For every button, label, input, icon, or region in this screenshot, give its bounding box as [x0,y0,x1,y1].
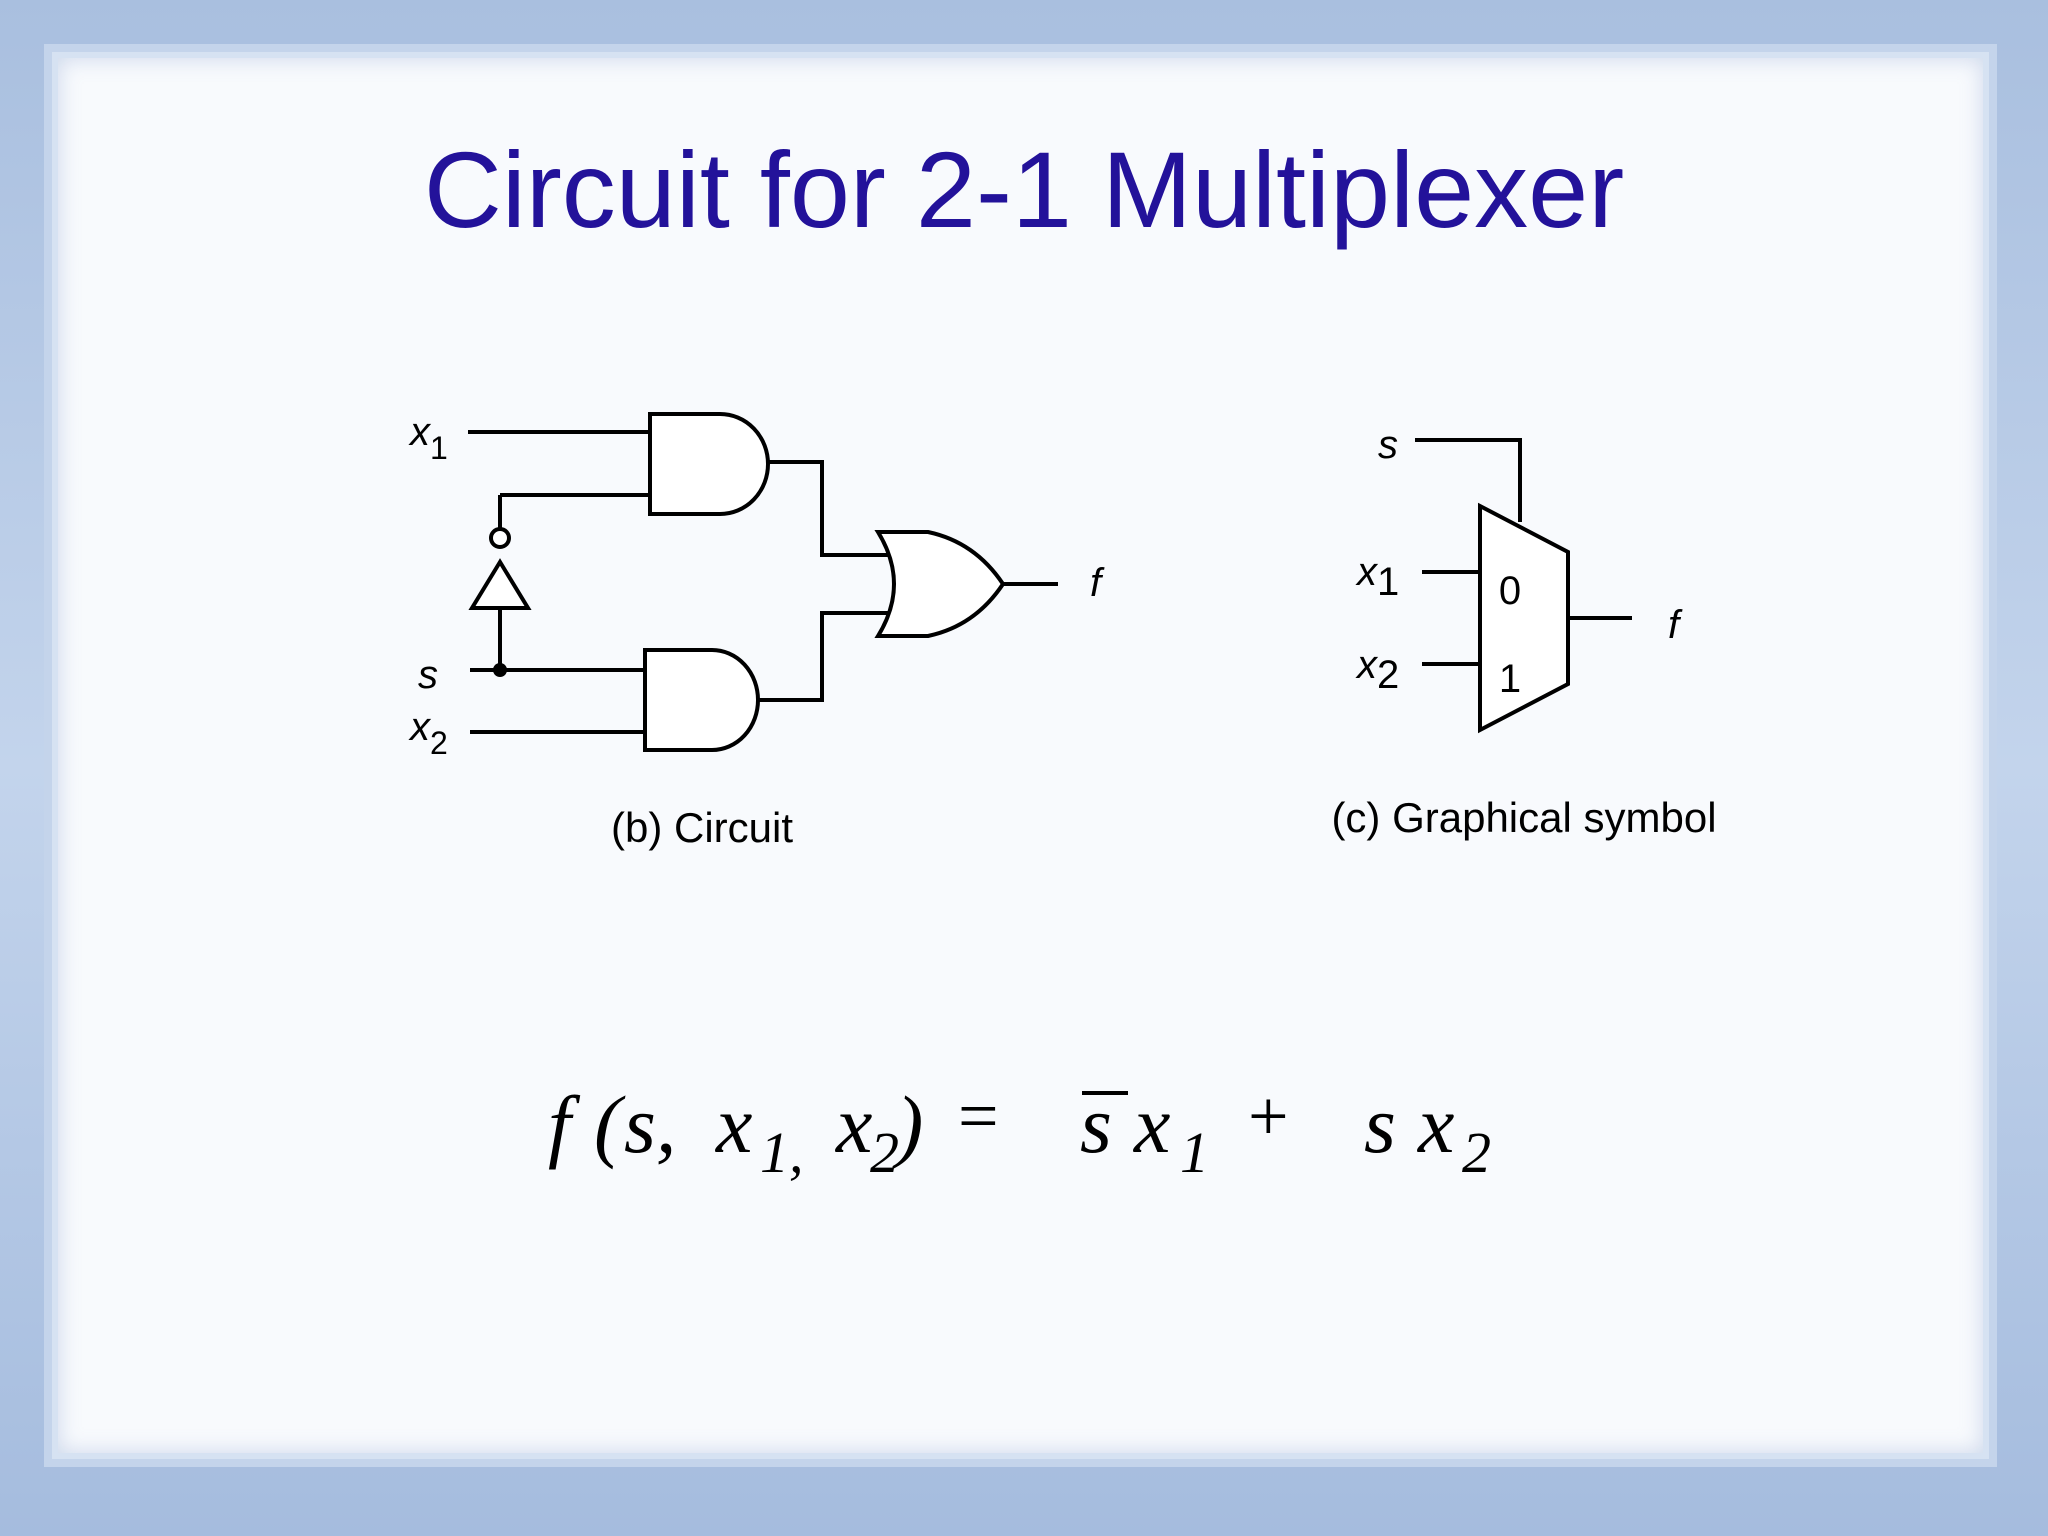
mux-port-0: 0 [1499,569,1521,613]
equation-plus: + [1248,1076,1289,1156]
equation-term2-x: x [1417,1079,1454,1170]
circuit-caption: (b) Circuit [611,804,793,851]
symbol-caption: (c) Graphical symbol [1331,794,1716,841]
wire-and2-to-or [758,611,888,702]
mux-trapezoid [1478,502,1570,734]
equation-close-paren: ) [892,1079,923,1170]
equation-term2-sub: 2 [1462,1120,1491,1185]
and-gate-2 [643,648,760,752]
input-label-x2: x2 [408,705,448,761]
equation-x2-arg-sub: 2 [870,1120,899,1185]
equation-x1-arg-sub: 1, [760,1120,804,1185]
output-label-f: f [1090,561,1105,605]
equation-x1-arg: x [715,1079,752,1170]
symbol-label-s: s [1378,423,1398,467]
slide-canvas [58,58,1983,1453]
junction-dot [493,663,507,677]
and-gate-1 [648,412,770,516]
not-gate [468,558,532,610]
wire-and1-to-or [764,460,888,557]
equation-equals: = [958,1076,999,1156]
mux-port-1: 1 [1499,657,1521,701]
equation-open-paren: ( [594,1079,626,1170]
input-label-x1: x1 [408,410,448,466]
equation-x2-arg: x [835,1079,872,1170]
or-gate [874,530,1006,638]
symbol-label-f: f [1668,603,1683,647]
mux-equation: f ( s, x 1, x 2 ) = s x 1 + s x 2 [548,1076,1491,1185]
equation-term1-sub: 1 [1180,1120,1209,1185]
circuit-diagram: x1 s x2 f (b) Circuit [408,410,1105,851]
equation-s-arg: s, [624,1079,676,1170]
not-gate-bubble [489,527,511,549]
equation-f: f [548,1079,581,1170]
input-label-s: s [418,653,438,697]
symbol-label-x1: x1 [1355,550,1399,604]
equation-term2-s: s [1364,1079,1396,1170]
equation-term1-x: x [1133,1079,1170,1170]
symbol-label-x2: x2 [1355,643,1399,697]
symbol-wire-s [1415,438,1522,522]
mux-symbol: s x1 x2 0 1 f (c) Graphical symbol [1331,423,1716,841]
equation-term1-s: s [1080,1079,1112,1170]
slide-title: Circuit for 2-1 Multiplexer [423,129,1625,250]
